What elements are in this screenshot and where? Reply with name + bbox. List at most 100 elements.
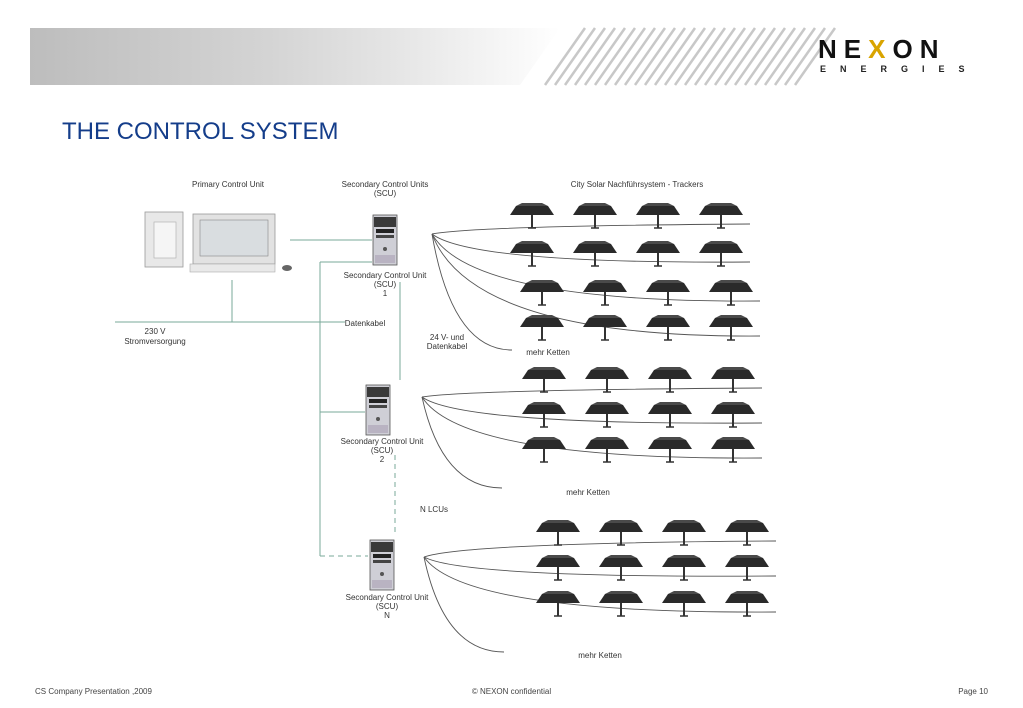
header-stripe [573,27,617,86]
cable-line [431,223,751,235]
cable-line [423,540,777,558]
header-stripe [713,27,757,86]
footer-presentation: CS Company Presentation ,2009 [35,687,152,696]
scu-header-abbr: (SCU) [374,189,397,198]
header-stripe [763,27,807,86]
solar-tracker-icon [584,401,630,428]
scu1-number: 1 [383,289,388,298]
solar-tracker-icon [661,519,707,546]
header-stripe [663,27,707,86]
header-stripe [683,27,727,86]
scu2-abbr: (SCU) [371,446,394,455]
primary-pc-icon [144,211,292,273]
scu1-abbr: (SCU) [374,280,397,289]
header-stripe [623,27,667,86]
solar-tracker-icon [645,279,691,306]
header-stripe [613,27,657,86]
header-stripe [643,27,687,86]
header-stripe [743,27,787,86]
solar-tracker-icon [572,240,618,267]
header-stripe [673,27,717,86]
footer-page-number: Page 10 [958,687,988,696]
cable-line [431,233,761,337]
header-band [30,27,837,86]
solar-tracker-icon [535,590,581,617]
connection-lines [115,239,401,556]
header-stripe [603,27,647,86]
header-stripe [653,27,697,86]
solar-tracker-icon [535,554,581,581]
cable-line [431,233,513,351]
header-stripe [773,27,817,86]
mehr-ketten-3: mehr Ketten [578,651,622,660]
header-stripe [553,27,597,86]
slide-title: THE CONTROL SYSTEM [62,118,339,145]
header-stripe [593,27,637,86]
solar-tracker-icon [521,436,567,463]
solar-tracker-icon [582,279,628,306]
solar-tracker-icon [584,366,630,393]
cable-line [423,556,505,653]
solar-tracker-icon [598,519,644,546]
solar-tracker-icon [661,590,707,617]
header-stripe [793,27,837,86]
cable-label-1: 24 V- und [430,333,464,342]
datenkabel-label: Datenkabel [345,319,386,328]
solar-tracker-grid [509,202,770,617]
solar-tracker-icon [598,590,644,617]
header-stripe [583,27,627,86]
header-stripe [693,27,737,86]
scuN-number: N [384,611,390,620]
company-logo: NEXON ENERGIES [808,28,998,88]
solar-tracker-icon [519,279,565,306]
solar-tracker-icon [645,314,691,341]
header-stripe [543,27,587,86]
solar-tracker-icon [584,436,630,463]
header-stripes [543,27,837,86]
header-gradient [30,28,560,85]
cable-line [421,396,763,424]
cable-line [421,387,763,398]
solar-tracker-icon [582,314,628,341]
solar-tracker-icon [598,554,644,581]
mehr-ketten-2: mehr Ketten [566,488,610,497]
trackers-label: City Solar Nachführsystem - Trackers [571,180,703,189]
solar-tracker-icon [535,519,581,546]
logo-subtitle: ENERGIES [820,64,979,74]
logo-wordmark: NEXON [818,34,946,64]
solar-tracker-icon [521,401,567,428]
dashed-lines [319,420,396,557]
scu-header-label: Secondary Control Units [342,180,429,189]
scu2-number: 2 [380,455,385,464]
cable-label-2: Datenkabel [427,342,468,351]
power-voltage-label: 230 V [145,327,167,336]
cable-line [423,556,777,613]
cable-fans [421,223,777,653]
scu1-name: Secondary Control Unit [344,271,427,280]
cable-line [421,396,503,489]
power-supply-label: Stromversorgung [124,337,185,346]
header-stripe [633,27,677,86]
control-system-diagram: Primary Control Unit Secondary Control U… [115,180,777,660]
cable-line [423,556,777,577]
header-stripe [703,27,747,86]
scu2-name: Secondary Control Unit [341,437,424,446]
solar-tracker-icon [509,240,555,267]
header-stripe [753,27,797,86]
mehr-ketten-1: mehr Ketten [526,348,570,357]
scuN-abbr: (SCU) [376,602,399,611]
footer-confidential: © NEXON confidential [471,687,552,696]
header-stripe [723,27,767,86]
solar-tracker-icon [521,366,567,393]
header-stripe [783,27,827,86]
solar-tracker-icon [647,436,693,463]
n-lcus-label: N LCUs [420,505,448,514]
header-stripe [563,27,607,86]
primary-unit-label: Primary Control Unit [192,180,265,189]
scuN-name: Secondary Control Unit [346,593,429,602]
solar-tracker-icon [572,202,618,229]
solar-tracker-icon [519,314,565,341]
solar-tracker-icon [509,202,555,229]
solar-tracker-icon [635,202,681,229]
header-stripe [733,27,777,86]
